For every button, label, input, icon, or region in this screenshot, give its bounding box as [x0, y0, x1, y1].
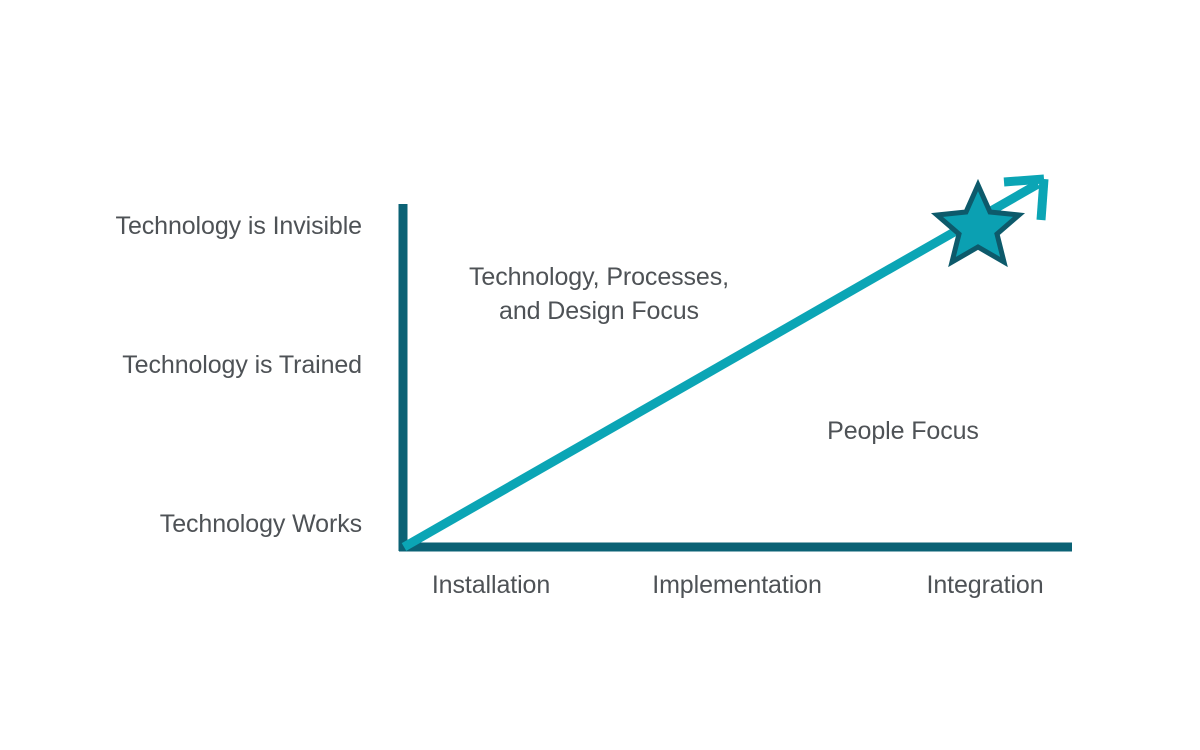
arrow-head-icon [1003, 174, 1049, 221]
annotation-people-focus: People Focus [827, 417, 979, 445]
star-icon [930, 178, 1026, 268]
y-label-technology-works: Technology Works [159, 510, 362, 538]
x-label-integration: Integration [926, 571, 1044, 599]
x-axis-labels: Installation Implementation Integration [0, 573, 1200, 607]
y-label-technology-is-trained: Technology is Trained [122, 351, 362, 379]
y-label-technology-is-invisible: Technology is Invisible [115, 212, 363, 240]
x-label-installation: Installation [431, 571, 551, 599]
trend-arrow-icon [401, 180, 1041, 551]
annotation-technology-processes-design-focus: Technology, Processes, and Design Focus [469, 263, 729, 325]
x-label-implementation: Implementation [652, 571, 822, 599]
